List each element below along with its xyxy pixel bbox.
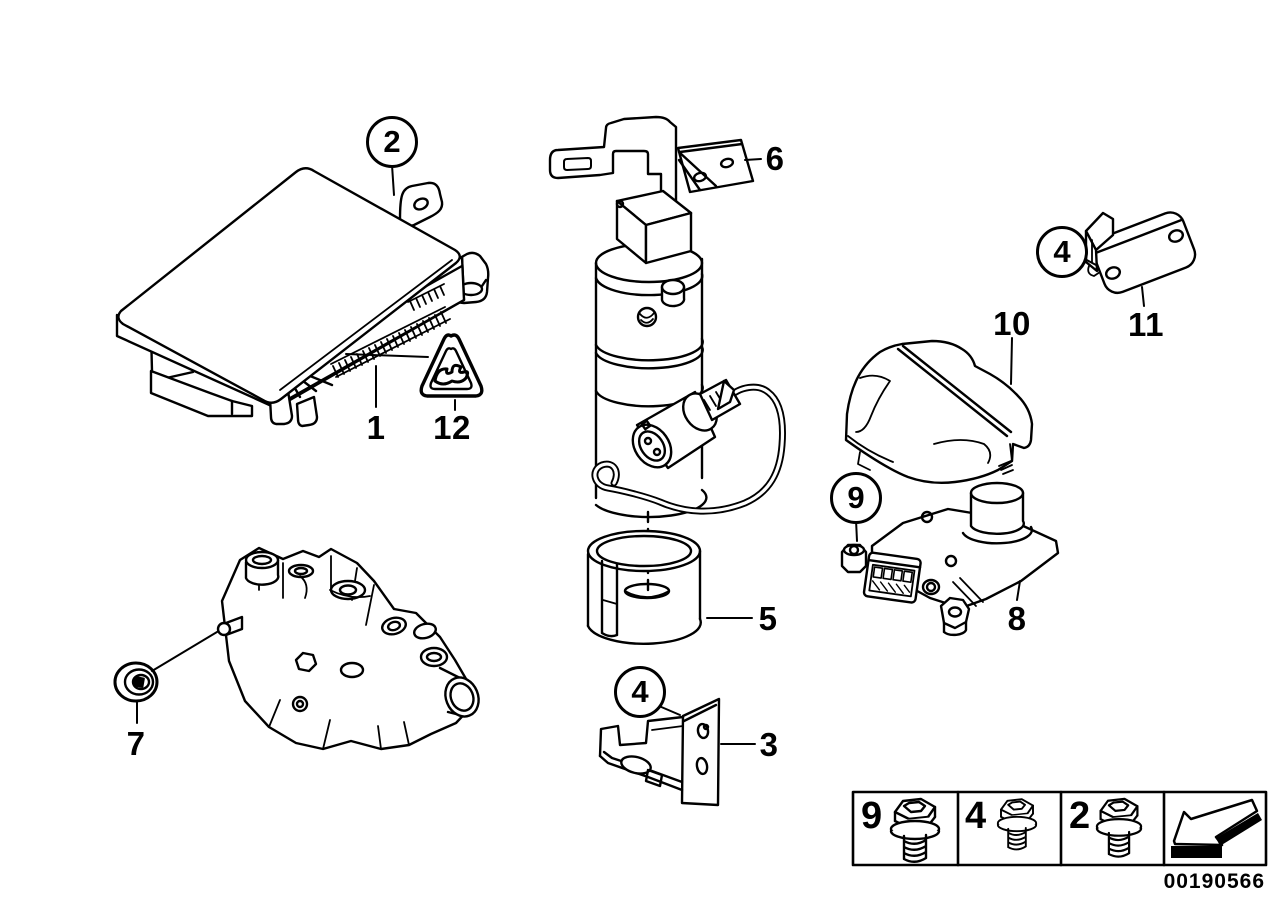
document-number: 00190566 <box>1163 870 1265 893</box>
callout-11[interactable]: 11 <box>1128 306 1164 343</box>
sealing-cap-drawing <box>113 661 159 703</box>
holder-bracket-drawing <box>548 115 755 221</box>
sensor-cover-drawing <box>844 339 1034 485</box>
warning-triangle-icon <box>419 333 484 398</box>
hydro-unit-drawing <box>216 546 480 751</box>
fastener-table-cell-label: 2 <box>1069 795 1091 837</box>
callout-6[interactable]: 6 <box>765 140 785 177</box>
pump-drawing <box>591 189 786 594</box>
callout-9-label: 9 <box>847 480 865 515</box>
callout-9[interactable]: 9 <box>830 472 882 524</box>
callout-4-sensor-bracket-label: 4 <box>1053 234 1071 269</box>
callout-1[interactable]: 1 <box>366 409 386 446</box>
callout-12[interactable]: 12 <box>433 409 471 446</box>
fastener-table-cell-label: 9 <box>861 795 883 837</box>
callout-4-bracket-label: 4 <box>631 674 649 709</box>
callout-10[interactable]: 10 <box>993 305 1031 342</box>
callout-2[interactable]: 2 <box>366 116 418 168</box>
control-unit-drawing <box>115 167 490 428</box>
callout-7[interactable]: 7 <box>126 725 146 762</box>
callout-8[interactable]: 8 <box>1007 600 1027 637</box>
clamp-drawing <box>586 529 702 645</box>
sensor-bracket-drawing <box>1084 211 1197 295</box>
callout-5[interactable]: 5 <box>758 600 778 637</box>
callout-2-label: 2 <box>383 124 401 159</box>
callout-4-sensor-bracket[interactable]: 4 <box>1036 226 1088 278</box>
fastener-table <box>851 790 1268 867</box>
callout-3[interactable]: 3 <box>759 726 779 763</box>
fastener-table-cell-label: 4 <box>965 795 987 837</box>
support-bracket-drawing <box>598 697 721 807</box>
page-turn-arrow-icon <box>1171 798 1262 858</box>
callout-4-bracket[interactable]: 4 <box>614 666 666 718</box>
rotation-sensor-drawing <box>840 481 1060 637</box>
